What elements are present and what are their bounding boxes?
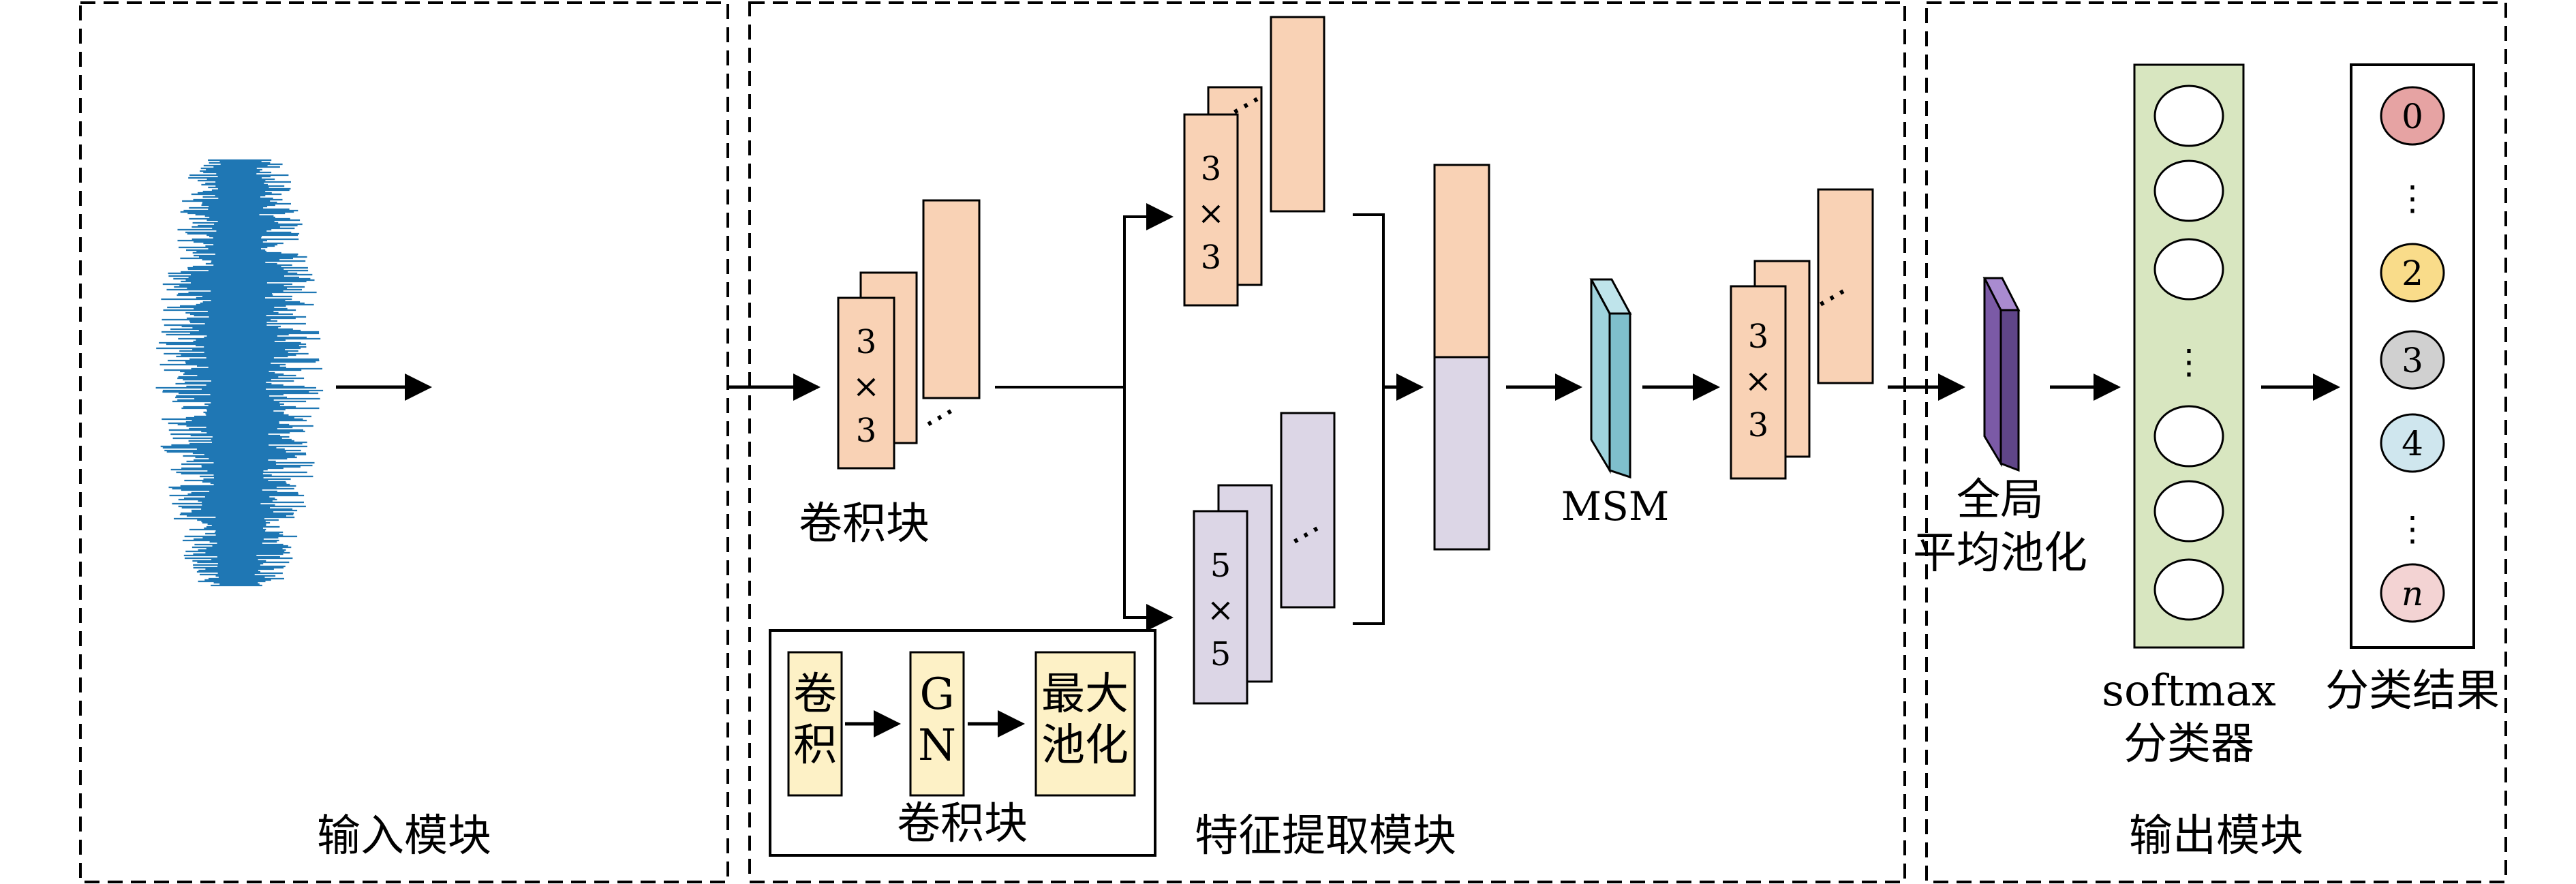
result-class-label: 0 xyxy=(2402,97,2423,136)
post-kernel-top: 3 xyxy=(1748,318,1769,356)
legend-gn-box xyxy=(909,651,965,797)
conv-block-label: 卷积块 xyxy=(799,499,930,549)
feature-map-front xyxy=(837,296,895,470)
post-msm-conv-stack: 3 × 3 ⋯ xyxy=(1730,188,1874,480)
global-avg-pool-block xyxy=(1982,277,2021,472)
result-class-label: 2 xyxy=(2402,254,2423,293)
feature-module-frame xyxy=(748,1,1906,883)
input-module-frame xyxy=(79,1,729,883)
merge-bracket xyxy=(1353,213,1385,625)
gap-label-line2: 平均池化 xyxy=(1913,528,2087,579)
result-classes: 0 ⋮ 2 3 4 ⋮ n xyxy=(2380,86,2445,623)
post-map-front xyxy=(1730,285,1787,480)
softmax-label-line1: softmax xyxy=(2102,666,2276,716)
result-class-label: n xyxy=(2402,574,2423,613)
softmax-node xyxy=(2153,558,2224,621)
result-class-circle xyxy=(2380,330,2445,390)
result-ellipsis-icon: ⋮ xyxy=(2395,509,2429,549)
branch5-map-front xyxy=(1193,510,1248,705)
concat-lower xyxy=(1433,356,1490,551)
output-module-frame xyxy=(1925,1,2507,883)
softmax-node xyxy=(2153,480,2224,543)
kernel-size-top: 3 xyxy=(856,323,877,361)
post-kernel-times: × xyxy=(1745,362,1772,400)
output-module-title: 输出模块 xyxy=(2129,811,2303,862)
feature-extraction-module: 3 × 3 ⋯ 卷积块 3 × 3 ⋯ 5 × 5 ⋯ xyxy=(728,1,1906,883)
branch5-times: × xyxy=(1207,591,1234,629)
post-map-back xyxy=(1817,188,1874,384)
branch5-top: 5 xyxy=(1210,547,1231,585)
legend-conv-char2: 积 xyxy=(793,720,837,771)
branch3-bottom: 3 xyxy=(1201,239,1222,277)
feature-module-title: 特征提取模块 xyxy=(1195,811,1456,862)
result-class-label: 4 xyxy=(2402,424,2423,463)
branch-5x5-stack: 5 × 5 ⋯ xyxy=(1193,412,1336,705)
result-class-circle xyxy=(2380,86,2445,146)
msm-label: MSM xyxy=(1561,483,1670,530)
legend-gn-char2: N xyxy=(918,720,956,771)
softmax-node xyxy=(2153,238,2224,301)
branch3-times: × xyxy=(1197,194,1225,232)
legend-conv-box xyxy=(787,651,843,797)
branch-3x3-stack: 3 × 3 ⋯ xyxy=(1183,16,1325,307)
softmax-nodes xyxy=(2153,85,2224,621)
softmax-label-line2: 分类器 xyxy=(2123,719,2254,769)
branch3-map-back xyxy=(1270,16,1325,213)
result-class-circle xyxy=(2380,413,2445,473)
branch3-top: 3 xyxy=(1201,150,1222,188)
conv-block-legend: 卷 积 G N 最大 池化 卷积块 xyxy=(769,629,1156,857)
legend-gn-char1: G xyxy=(919,669,954,720)
result-ellipsis-icon: ⋮ xyxy=(2395,179,2429,218)
result-label: 分类结果 xyxy=(2325,666,2500,716)
branch-line-upper xyxy=(995,203,1174,388)
kernel-size-times: × xyxy=(853,367,880,406)
legend-conv-char1: 卷 xyxy=(793,669,837,720)
post-kernel-bottom: 3 xyxy=(1748,406,1769,444)
concat-upper xyxy=(1433,164,1490,359)
branch-line-lower xyxy=(1123,387,1174,631)
legend-pool-line2: 池化 xyxy=(1041,720,1129,771)
input-module: 输入模块 xyxy=(79,1,729,883)
branch5-map-back xyxy=(1280,412,1336,609)
result-class-circle xyxy=(2380,563,2445,623)
conv-block-stack: 3 × 3 ⋯ 卷积块 xyxy=(799,199,981,549)
result-class-circle xyxy=(2380,243,2445,303)
signal-trace xyxy=(155,159,324,587)
softmax-ellipsis-icon: ⋮ xyxy=(2172,342,2206,382)
softmax-node xyxy=(2153,85,2224,147)
branch3-map-front xyxy=(1183,113,1239,307)
kernel-size-bottom: 3 xyxy=(856,412,877,450)
legend-caption: 卷积块 xyxy=(897,799,1028,849)
feature-map-back xyxy=(922,199,981,399)
output-module: 全局 平均池化 ⋮ softmax 分类器 0 ⋮ 2 3 4 ⋮ n 分类结果 输出模块 xyxy=(1888,1,2507,883)
legend-pool-line1: 最大 xyxy=(1041,669,1129,720)
gap-label-line1: 全局 xyxy=(1957,475,2044,525)
msm-block: MSM xyxy=(1561,278,1670,530)
input-module-title: 输入模块 xyxy=(317,811,491,862)
vibration-signal-waveform xyxy=(155,159,324,587)
softmax-node xyxy=(2153,159,2224,222)
result-class-label: 3 xyxy=(2402,341,2423,380)
softmax-node xyxy=(2153,405,2224,468)
branch5-bottom: 5 xyxy=(1210,635,1231,673)
legend-pool-box xyxy=(1034,651,1136,797)
